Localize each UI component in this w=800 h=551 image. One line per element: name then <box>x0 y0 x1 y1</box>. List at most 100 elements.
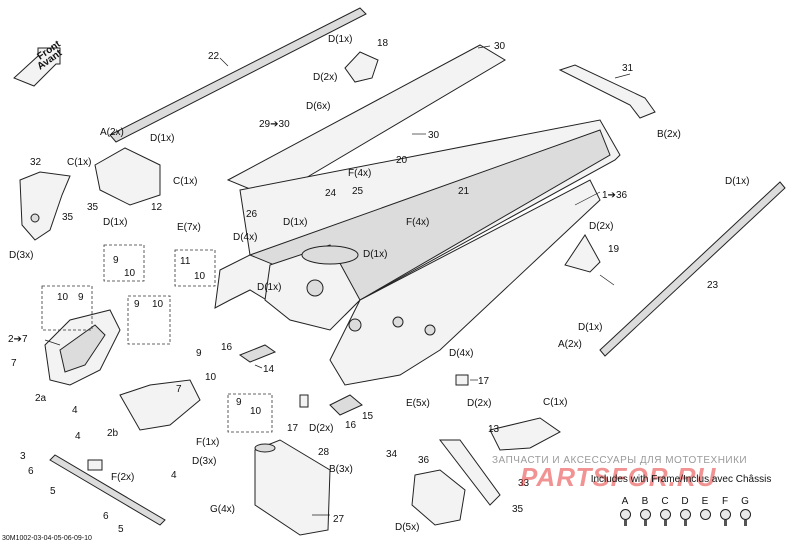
front-direction-arrow: Front Avant <box>13 38 65 87</box>
callout-15: 15 <box>362 411 374 422</box>
callout-22: 22 <box>208 51 220 62</box>
part-17 <box>299 374 469 408</box>
hardware-box-10-9 <box>41 285 93 331</box>
callout-7: 7 <box>11 358 17 369</box>
callout-9d: 9 <box>196 348 202 359</box>
callout-10: 10 <box>124 268 136 279</box>
callout-16: 16 <box>221 342 233 353</box>
watermark-text: ЗАПЧАСТИ И АКСЕССУАРЫ ДЛЯ МОТОТЕХНИКИ <box>492 455 748 466</box>
callout-d1x-h: D(1x) <box>578 322 602 333</box>
part-2a-bracket <box>44 309 121 386</box>
part-3-bar <box>49 454 166 526</box>
callout-d1x-c: D(1x) <box>103 217 127 228</box>
hardware-box-9-10c <box>227 393 273 433</box>
callout-d6x: D(6x) <box>306 101 330 112</box>
kit-letter: B <box>641 496 649 507</box>
kit-letter: A <box>621 496 629 507</box>
callout-32: 32 <box>30 157 42 168</box>
callout-d5x: D(5x) <box>395 522 419 533</box>
callout-c1x-c: C(1x) <box>543 397 567 408</box>
callout-d4x: D(4x) <box>233 232 257 243</box>
callout-17b: 17 <box>287 423 299 434</box>
callout-a2x-b: A(2x) <box>558 339 582 350</box>
leader-lines <box>44 45 631 516</box>
hardware-box-9-10 <box>103 244 145 282</box>
nut-icon <box>699 509 711 520</box>
callout-d4x-b: D(4x) <box>449 348 473 359</box>
bolt-icon <box>739 509 751 520</box>
callout-14: 14 <box>263 364 275 375</box>
part-32-bracket <box>19 171 71 241</box>
callout-d1x-g: D(1x) <box>257 282 281 293</box>
callout-10e: 10 <box>205 372 217 383</box>
callout-labels: 22 D(1x) 18 D(2x) 30 31 D(6x) 29➔30 30 B… <box>8 34 749 535</box>
part-27-radiator <box>254 439 331 536</box>
callout-16b: 16 <box>345 420 357 431</box>
callout-f2x: F(2x) <box>111 472 134 483</box>
callout-36: 36 <box>418 455 430 466</box>
callout-18: 18 <box>377 38 389 49</box>
callout-1-36: 1➔36 <box>602 190 628 201</box>
callout-24: 24 <box>325 188 337 199</box>
part-22-rail <box>109 7 367 143</box>
bolt-icon <box>659 509 671 520</box>
callout-28: 28 <box>318 447 330 458</box>
kit-letter: D <box>681 496 689 507</box>
callout-6b: 6 <box>103 511 109 522</box>
callout-5b: 5 <box>118 524 124 535</box>
callout-10b: 10 <box>194 271 206 282</box>
callout-c1x-b: C(1x) <box>173 176 197 187</box>
callout-10f: 10 <box>250 406 262 417</box>
hardware-box-9-10b <box>127 295 171 345</box>
callout-4b: 4 <box>75 431 81 442</box>
callout-10d: 10 <box>152 299 164 310</box>
callout-9e: 9 <box>236 397 242 408</box>
callout-4: 4 <box>72 405 78 416</box>
callout-34: 34 <box>386 449 398 460</box>
callout-35: 35 <box>87 202 99 213</box>
callout-2-7: 2➔7 <box>8 334 28 345</box>
part-12-bracket <box>94 147 161 206</box>
callout-4c: 4 <box>171 470 177 481</box>
callout-a2x: A(2x) <box>100 127 124 138</box>
callout-d2x-b: D(2x) <box>589 221 613 232</box>
callout-d2x-c: D(2x) <box>467 398 491 409</box>
kit-letter: E <box>701 496 709 507</box>
callout-c1x: C(1x) <box>67 157 91 168</box>
hardware-kit-legend: Includes with Frame/Inclus avec Châssis … <box>568 474 794 542</box>
diagram-code: 30M1002-03-04-05-06-09-10 <box>2 535 92 542</box>
callout-d3x-b: D(3x) <box>192 456 216 467</box>
callout-f4x: F(4x) <box>348 168 371 179</box>
part-23-rail <box>599 181 786 357</box>
callout-g4x: G(4x) <box>210 504 235 515</box>
callout-f1x: F(1x) <box>196 437 219 448</box>
callout-17: 17 <box>478 376 490 387</box>
kit-item-a: A <box>616 496 634 526</box>
part-19 <box>564 234 601 273</box>
callout-35c: 35 <box>512 504 524 515</box>
callout-2b: 2b <box>107 428 119 439</box>
part-18 <box>344 51 379 83</box>
part-14 <box>238 344 277 363</box>
callout-11: 11 <box>180 256 191 267</box>
part-15 <box>329 394 363 416</box>
kit-item-c: C <box>656 496 674 526</box>
callout-e7x: E(7x) <box>177 222 201 233</box>
callout-30: 30 <box>494 41 506 52</box>
callout-d1x-e: D(1x) <box>283 217 307 228</box>
callout-b2x: B(2x) <box>657 129 681 140</box>
part-31-bracket <box>558 64 656 119</box>
callout-b3x: B(3x) <box>329 464 353 475</box>
callout-f4x-b: F(4x) <box>406 217 429 228</box>
callout-d1x-f: D(1x) <box>363 249 387 260</box>
callout-9c: 9 <box>134 299 140 310</box>
part-36-bracket <box>411 469 466 526</box>
bolt-icon <box>619 509 631 520</box>
callout-d2x-d: D(2x) <box>309 423 333 434</box>
callout-7b: 7 <box>176 384 182 395</box>
callout-31: 31 <box>622 63 634 74</box>
bolt-icon <box>679 509 691 520</box>
bolt-icon <box>719 509 731 520</box>
callout-27: 27 <box>333 514 345 525</box>
